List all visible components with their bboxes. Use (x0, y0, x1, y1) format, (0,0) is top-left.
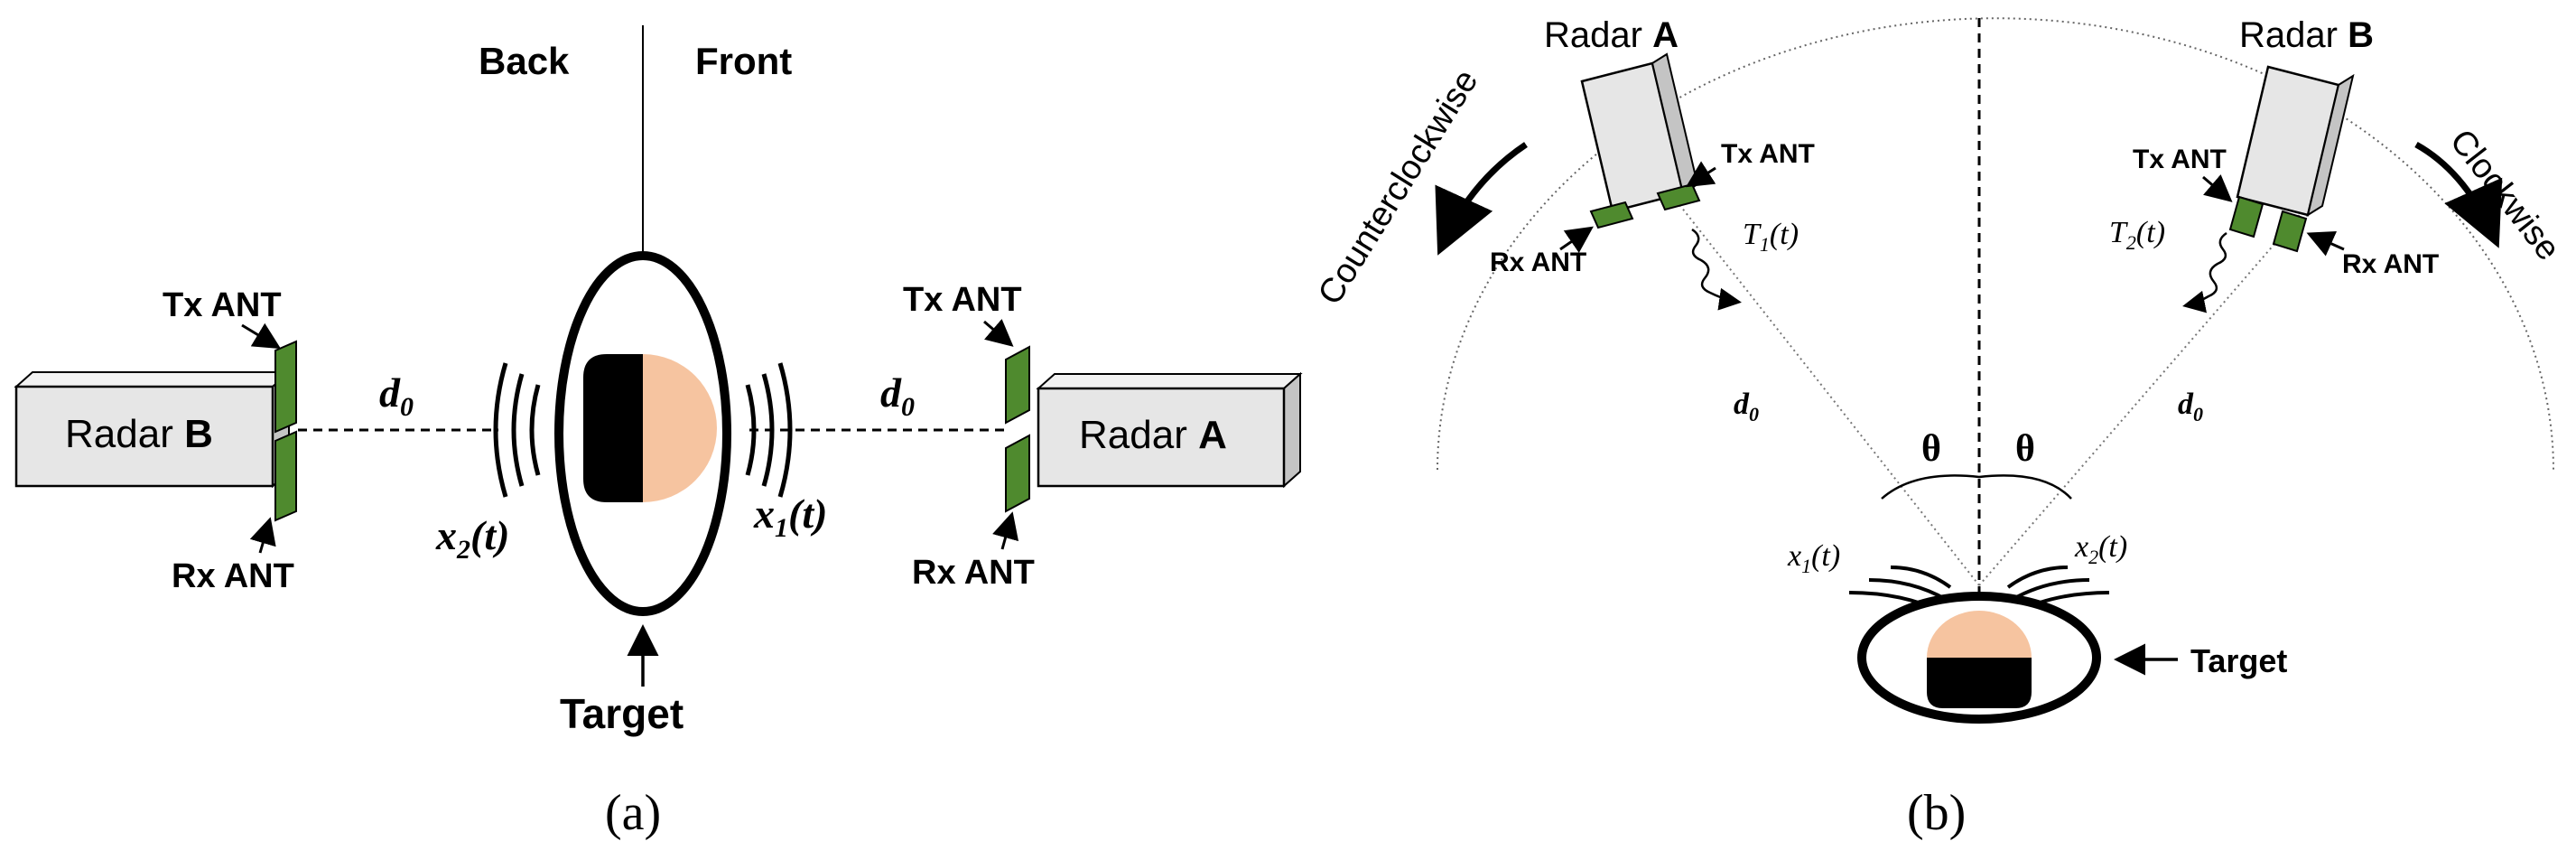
left-wave-arcs (493, 362, 541, 498)
left-rx-label: Rx ANT (172, 557, 294, 595)
t2-label: T2(t) (2109, 216, 2165, 254)
cw-label: Clockwise (2442, 123, 2567, 268)
caption-a: (a) (605, 785, 661, 841)
left-tx-label: Tx ANT (163, 286, 282, 324)
d0-left-dotted (1677, 201, 1980, 586)
radar-a-label: Radar A (1079, 413, 1227, 457)
ccw-arrow (1435, 142, 1528, 256)
b-target-head (1927, 611, 2032, 708)
theta-right: θ (2015, 428, 2035, 470)
theta-left: θ (1921, 428, 1941, 470)
right-tx-antenna (1005, 345, 1030, 425)
panel-b: Radar A Tx ANT Rx ANT T1(t) Counterclock… (1311, 15, 2567, 841)
ccw-label: Counterclockwise (1311, 63, 1485, 312)
cw-arrow (2414, 141, 2503, 248)
t2-squiggle (2182, 231, 2227, 313)
panel-a: Back Front Radar B Tx ANT Rx ANT d0 d0 (14, 25, 1303, 841)
caption-b: (b) (1907, 785, 1966, 841)
left-rx-antenna (274, 430, 297, 522)
t1-label: T1(t) (1743, 218, 1799, 256)
left-tx-antenna (274, 340, 297, 434)
radar-b-3d (2236, 65, 2355, 218)
x1-b-label: x1(t) (1787, 539, 1840, 577)
radar-b-label: Radar B (65, 412, 213, 456)
radar-a-tx-arrow (1685, 161, 1716, 188)
left-rx-arrow (249, 517, 276, 554)
right-rx-antenna (1005, 434, 1030, 513)
radar-a-rx-antenna (1589, 201, 1634, 229)
x2-b-label: x2(t) (2074, 530, 2127, 568)
back-label: Back (479, 40, 570, 82)
radar-a-rx-arrow (1559, 226, 1594, 253)
x2-label: x2(t) (435, 512, 509, 565)
b-target-label: Target (2190, 642, 2287, 679)
d0-b-right: d0 (2178, 388, 2203, 425)
radar-a-box (1036, 371, 1303, 489)
d0-left-label: d0 (379, 369, 414, 422)
right-rx-label: Rx ANT (912, 554, 1035, 592)
radar-b-rx-label: Rx ANT (2342, 249, 2439, 279)
radar-a-title: Radar A (1544, 15, 1679, 55)
radar-a-tx-label: Tx ANT (1721, 139, 1815, 169)
right-tx-arrow (983, 318, 1014, 347)
right-tx-label: Tx ANT (903, 281, 1022, 319)
radar-a-tx-antenna (1656, 182, 1701, 211)
radar-b-tx-antenna (2228, 195, 2264, 238)
left-tx-arrow (241, 322, 282, 350)
radar-b-rx-antenna (2272, 210, 2308, 253)
theta-arc (1881, 474, 2072, 500)
d0-right-dotted (1978, 209, 2305, 586)
target-head (583, 354, 717, 502)
radar-b-title: Radar B (2239, 15, 2374, 55)
d0-b-left: d0 (1734, 388, 1759, 425)
radar-a-rx-label: Rx ANT (1490, 248, 1586, 277)
radar-b-rx-arrow (2306, 231, 2345, 257)
right-rx-arrow (992, 511, 1019, 550)
radar-b-tx-label: Tx ANT (2133, 145, 2227, 174)
d0-right-label: d0 (880, 369, 915, 422)
radar-b-tx-arrow (2202, 173, 2233, 202)
x1-label: x1(t) (753, 491, 827, 543)
t1-squiggle (1691, 228, 1742, 311)
right-wave-arcs (745, 362, 793, 498)
front-label: Front (695, 40, 792, 82)
target-label: Target (560, 690, 684, 737)
